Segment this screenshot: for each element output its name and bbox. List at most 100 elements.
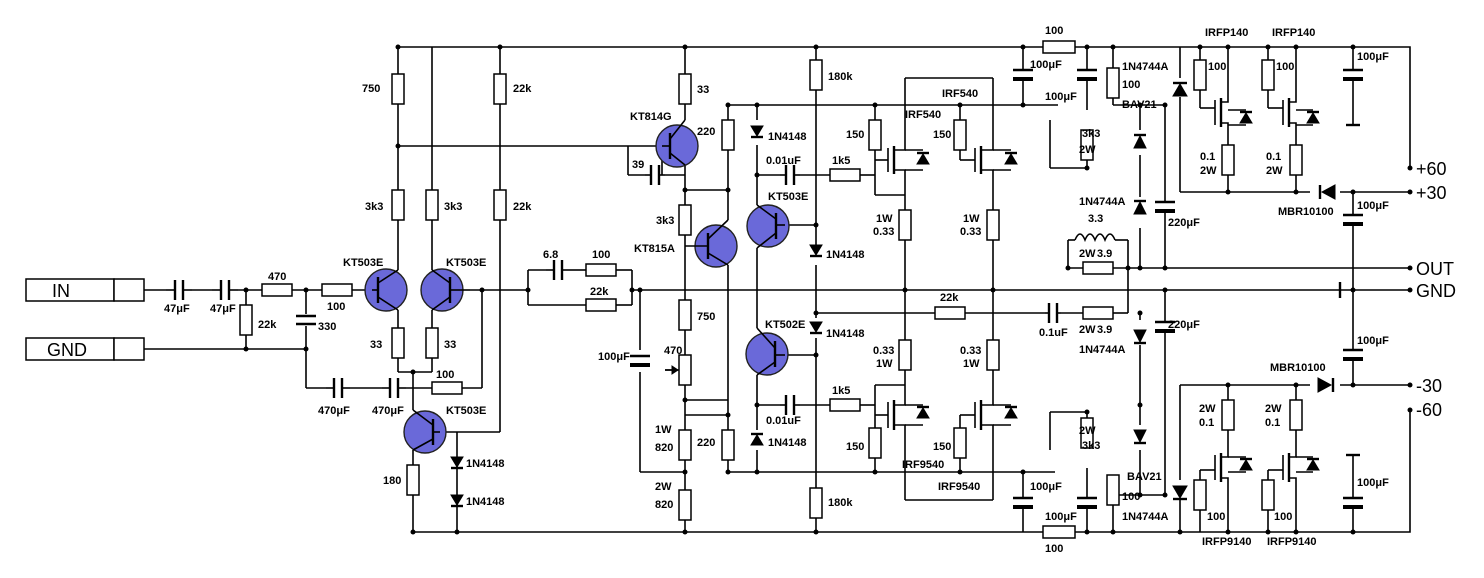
resistor — [1261, 479, 1275, 511]
label-r1k5b: 1k5 — [832, 385, 850, 397]
label-r2w-fb: 2W — [1079, 324, 1096, 336]
label-r100-in: 100 — [327, 301, 345, 313]
resistor — [898, 209, 912, 241]
resistor — [986, 339, 1000, 371]
cap-100-p60 — [1343, 60, 1363, 127]
label-bav21-t: BAV21 — [1122, 99, 1157, 111]
mosfet-irfp9140-b — [1282, 445, 1313, 482]
label-r180: 180 — [383, 475, 401, 487]
cap-330 — [296, 314, 316, 326]
label-r01c: 0.1 — [1199, 417, 1214, 429]
label-irf540a: IRF540 — [905, 109, 941, 121]
cap-100-p30 — [1343, 205, 1363, 235]
label-r150d: 150 — [933, 441, 951, 453]
terminal-gnd: GND — [1416, 281, 1456, 301]
diode-vas-bot — [750, 432, 764, 446]
label-r3k3-b: 3k3 — [1082, 440, 1100, 452]
label-r22k-fb: 22k — [590, 286, 609, 298]
label-r220a: 220 — [697, 126, 715, 138]
label-r1w-d: 1W — [963, 358, 980, 370]
label-r180b: 180k — [828, 497, 853, 509]
zener-bot-2 — [1172, 485, 1188, 501]
label-r2w: 2W — [655, 481, 672, 493]
transistor-kt815 — [685, 219, 738, 268]
input-cap-1 — [166, 280, 192, 300]
label-r1k5a: 1k5 — [832, 155, 850, 167]
resistor — [868, 119, 882, 151]
label-z-top2: 1N4744A — [1079, 196, 1126, 208]
mosfet-irf9540-b — [974, 400, 1011, 440]
potentiometer — [678, 354, 692, 386]
resistor — [678, 73, 692, 105]
transistor-kt503-drv — [746, 204, 790, 249]
resistor — [898, 339, 912, 371]
in-connector[interactable]: IN — [25, 278, 145, 302]
label-r3k3a: 3k3 — [365, 201, 383, 213]
label-c100-t1: 100μF — [1030, 59, 1062, 71]
resistor — [1221, 399, 1235, 431]
inductor — [1074, 233, 1116, 243]
label-q-bot: KT502E — [765, 319, 805, 331]
label-irf9540b: IRF9540 — [938, 481, 980, 493]
resistor — [678, 204, 692, 236]
resistor — [678, 429, 692, 461]
label-r470: 470 — [268, 271, 286, 283]
resistor — [934, 306, 966, 320]
label-q-top: KT503E — [768, 191, 808, 203]
label-r22k-mid: 22k — [513, 201, 532, 213]
label-c100-p60: 100μF — [1357, 51, 1389, 63]
zener-top-1 — [1172, 81, 1188, 97]
cap-100-bot-1 — [1013, 488, 1033, 518]
label-r820b: 820 — [655, 499, 673, 511]
label-r2wc: 2W — [1199, 403, 1216, 415]
terminal-m30: -30 — [1416, 376, 1442, 396]
diode-input-2 — [450, 494, 464, 508]
label-irf9540a: IRF9540 — [902, 459, 944, 471]
label-r220b: 220 — [697, 437, 715, 449]
label-d-bot: 1N4148 — [768, 437, 807, 449]
label-r150b: 150 — [933, 129, 951, 141]
resistor — [321, 283, 353, 297]
cap-0-01-top — [780, 165, 800, 185]
resistor — [431, 381, 463, 395]
zener-top-2 — [1133, 199, 1147, 215]
label-q1: KT503E — [343, 257, 383, 269]
label-c100-m30: 100μF — [1357, 335, 1389, 347]
diode-input-1 — [450, 456, 464, 470]
label-c100-vas: 100μF — [598, 351, 630, 363]
label-r1w-b: 1W — [963, 213, 980, 225]
label-z-bot1: 1N4744A — [1079, 344, 1126, 356]
cap-100-m30 — [1343, 340, 1363, 370]
label-r1w: 1W — [655, 424, 672, 436]
label-c100-b2: 100μF — [1045, 511, 1077, 523]
diodes — [450, 81, 1336, 508]
resistor — [809, 487, 823, 519]
mosfets — [887, 95, 1313, 482]
resistor — [391, 189, 405, 221]
label-d-mid1: 1N4148 — [826, 249, 865, 261]
resistor — [986, 209, 1000, 241]
label-q3: KT503E — [446, 405, 486, 417]
resistor — [1082, 261, 1114, 275]
mosfet-irfp140-b — [1282, 95, 1313, 130]
gnd-connector[interactable]: GND — [25, 337, 145, 361]
resistor — [721, 429, 735, 461]
resistor — [1193, 59, 1207, 91]
label-irfp140b: IRFP140 — [1272, 27, 1315, 39]
resistor — [1106, 67, 1120, 99]
resistor — [1082, 306, 1114, 320]
label-c100-p30: 100μF — [1357, 200, 1389, 212]
cap-220-bot — [1155, 315, 1175, 342]
label-l33: 3.3 — [1088, 213, 1103, 225]
label-r3k3-t: 3k3 — [1082, 128, 1100, 140]
label-z-top1: 1N4744A — [1122, 61, 1169, 73]
label-r39-fb: 3.9 — [1097, 324, 1112, 336]
bav21-bot — [1133, 429, 1147, 445]
label-c470a: 470μF — [318, 405, 350, 417]
mosfet-irfp140-a — [1214, 95, 1246, 130]
transistor-kt814 — [655, 119, 699, 168]
resistor — [809, 59, 823, 91]
resistor — [1289, 399, 1303, 431]
label-r100-top: 100 — [1045, 25, 1063, 37]
